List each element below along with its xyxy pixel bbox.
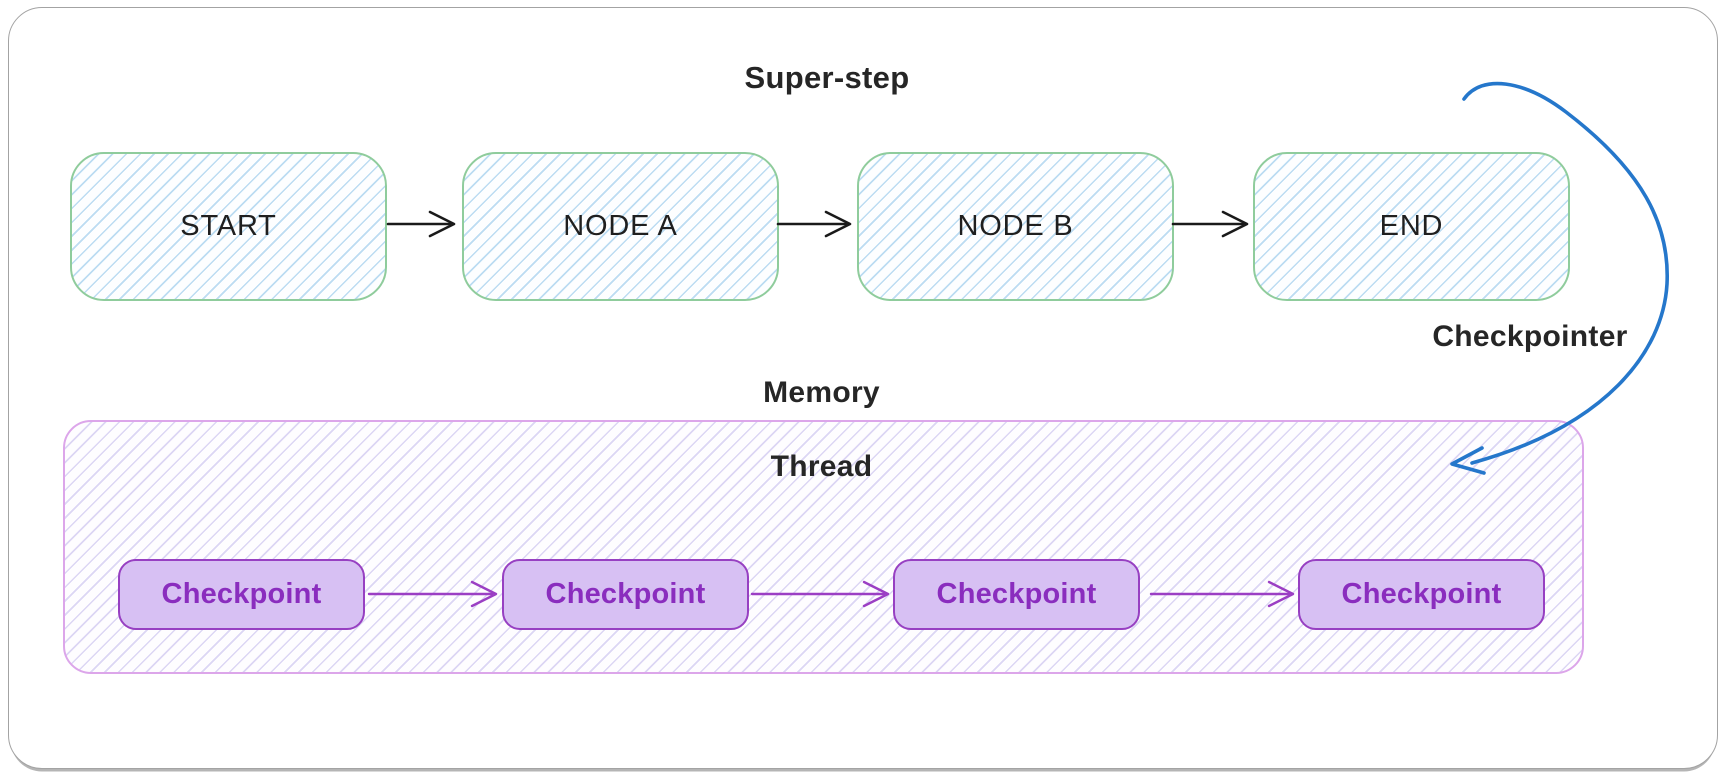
- checkpoint-label: Checkpoint: [545, 578, 706, 610]
- start-node-label: START: [180, 210, 277, 242]
- checkpoint-box: Checkpoint: [893, 559, 1140, 630]
- node-a: NODE A: [462, 152, 779, 301]
- thread-label: Thread: [770, 450, 873, 483]
- memory-label: Memory: [763, 376, 880, 409]
- checkpoint-label: Checkpoint: [936, 578, 1097, 610]
- checkpoint-box: Checkpoint: [502, 559, 749, 630]
- end-node-label: END: [1379, 210, 1444, 242]
- checkpointer-label: Checkpointer: [1432, 320, 1628, 353]
- node-b: NODE B: [857, 152, 1174, 301]
- checkpoint-label: Checkpoint: [1341, 578, 1502, 610]
- superstep-label: Super-step: [744, 60, 910, 95]
- thread-container: [63, 420, 1584, 674]
- checkpoint-box: Checkpoint: [118, 559, 365, 630]
- checkpoint-label: Checkpoint: [161, 578, 322, 610]
- node-a-label: NODE A: [563, 210, 678, 242]
- node-b-label: NODE B: [957, 210, 1074, 242]
- start-node: START: [70, 152, 387, 301]
- end-node: END: [1253, 152, 1570, 301]
- checkpoint-box: Checkpoint: [1298, 559, 1545, 630]
